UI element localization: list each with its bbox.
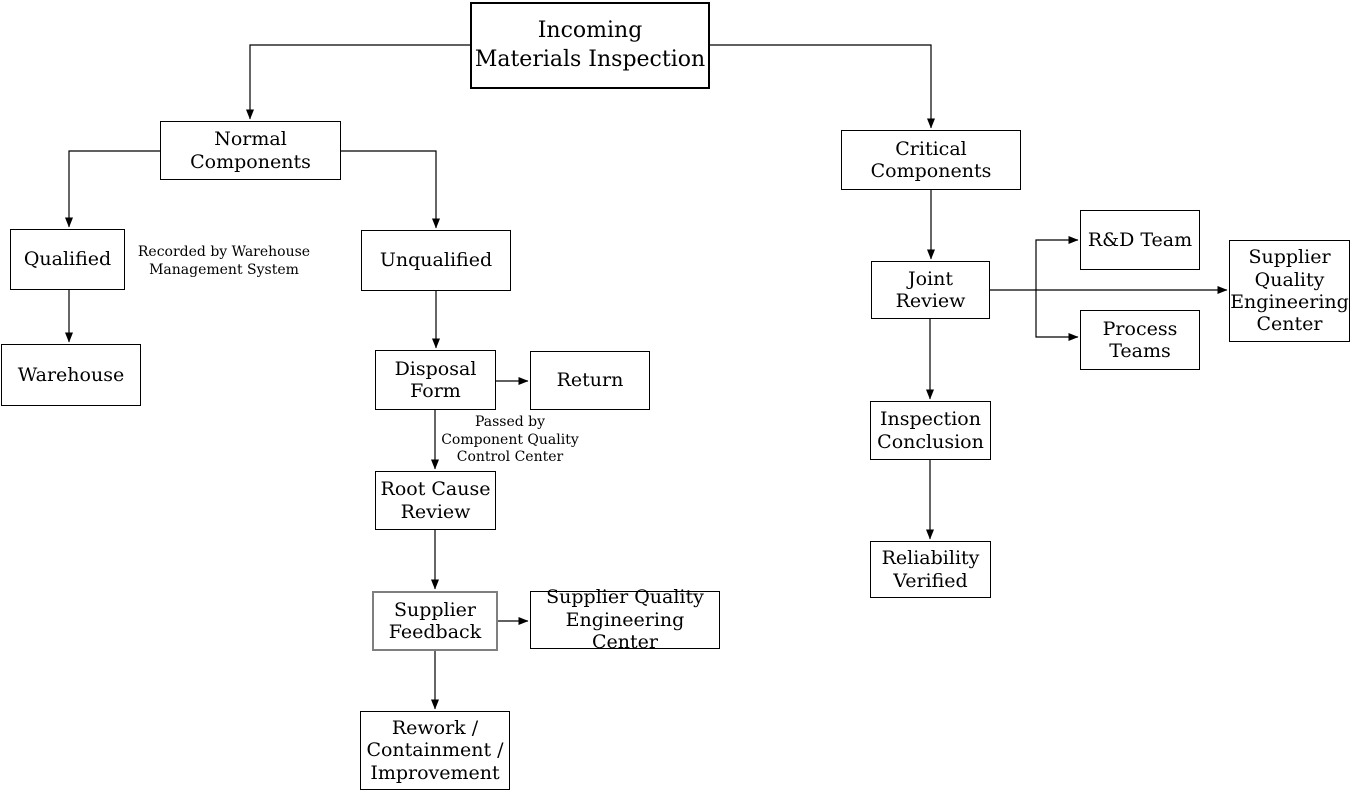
node-label: Inspection Conclusion (877, 408, 984, 453)
node-label: Qualified (23, 248, 112, 271)
node-label: R&D Team (1087, 228, 1193, 251)
edge-normal-to-unqualified (341, 150, 440, 229)
node-unqualified: Unqualified (361, 230, 511, 291)
edge-incoming-to-normal (246, 44, 470, 120)
node-label: Process Teams (1102, 317, 1178, 362)
node-label: Rework / Containment / Improvement (366, 716, 504, 784)
edge-incoming-to-critical (710, 44, 935, 129)
node-rework-containment-improvement: Rework / Containment / Improvement (360, 711, 510, 790)
node-inspection-conclusion: Inspection Conclusion (870, 401, 991, 460)
node-label: Warehouse (17, 363, 125, 386)
node-label: Critical Components (870, 137, 992, 182)
node-joint-review: Joint Review (871, 261, 990, 319)
node-normal-components: Normal Components (160, 121, 341, 180)
node-supplier-quality-engineering-center-right: Supplier Quality Engineering Center (1229, 240, 1350, 342)
node-label: Supplier Quality Engineering Center (1230, 246, 1349, 336)
node-supplier-quality-engineering-center-mid: Supplier Quality Engineering Center (530, 586, 720, 653)
node-reliability-verified: Reliability Verified (870, 541, 991, 598)
node-root-cause-review: Root Cause Review (375, 471, 496, 530)
node-rd-team: R&D Team (1080, 210, 1200, 270)
node-label: Joint Review (895, 267, 966, 312)
edge-normal-to-qualified (65, 150, 160, 228)
edge-joint-to-process-teams (1035, 290, 1079, 341)
node-return: Return (530, 351, 650, 410)
node-label: Unqualified (379, 249, 493, 272)
annotation-recorded-by-warehouse: Recorded by Warehouse Management System (137, 244, 311, 278)
node-label: Supplier Quality Engineering Center (546, 586, 704, 654)
node-label: Supplier Feedback (388, 598, 482, 643)
edge-joint-to-rd-team (1035, 236, 1079, 290)
annotation-passed-by-cqcc: Passed by Component Quality Control Cent… (441, 414, 579, 465)
node-qualified: Qualified (10, 229, 125, 290)
node-label: Disposal Form (394, 357, 477, 402)
node-label: Reliability Verified (881, 547, 980, 592)
node-disposal-form: Disposal Form (375, 350, 496, 410)
node-warehouse: Warehouse (1, 344, 141, 406)
node-label: Normal Components (190, 128, 311, 173)
node-critical-components: Critical Components (841, 130, 1021, 190)
node-label: Root Cause Review (380, 478, 491, 523)
node-label: Return (556, 369, 624, 392)
node-incoming-materials-inspection: Incoming Materials Inspection (470, 2, 710, 89)
node-supplier-feedback: Supplier Feedback (372, 591, 498, 651)
node-process-teams: Process Teams (1080, 310, 1200, 370)
node-label: Incoming Materials Inspection (474, 17, 706, 72)
